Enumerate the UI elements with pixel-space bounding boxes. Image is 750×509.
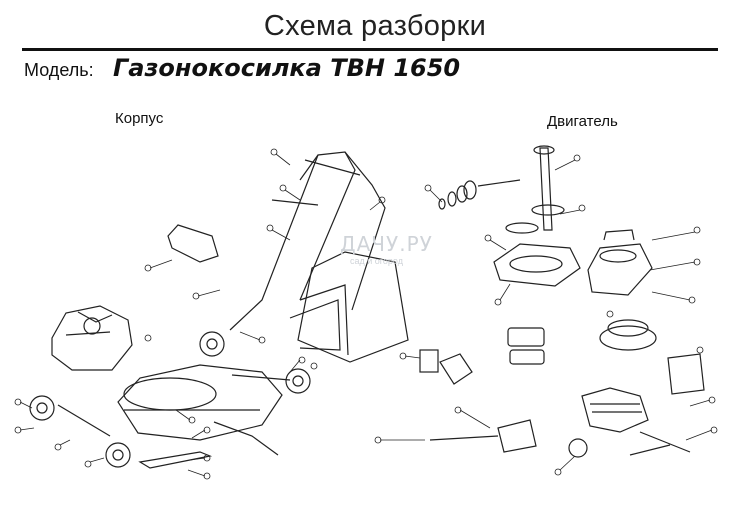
- blade: [138, 451, 213, 469]
- side-cover: [167, 224, 219, 263]
- mower-deck: [117, 364, 283, 441]
- muffler: [667, 353, 705, 395]
- flywheel: [599, 325, 657, 351]
- crankshaft: [539, 147, 553, 231]
- model-label: Модель:: [24, 60, 94, 80]
- callouts-body: [14, 148, 386, 480]
- engine-base: [493, 243, 581, 287]
- section-label-body: Корпус: [115, 110, 164, 127]
- handle-frame: [299, 151, 386, 311]
- watermark: ДАЧУ.РУ: [340, 232, 433, 256]
- ring-stack: [438, 180, 477, 210]
- fan-cover: [587, 243, 653, 296]
- engine-block: [51, 305, 133, 371]
- section-label-engine: Двигатель: [547, 113, 618, 130]
- model-name: Газонокосилка TBH 1650: [113, 54, 461, 82]
- watermark-subtext: сад и огород: [350, 256, 403, 266]
- callouts-engine: [374, 154, 718, 476]
- air-filter: [507, 327, 545, 347]
- title-divider: [22, 48, 718, 51]
- cylinder: [581, 387, 649, 433]
- carburetor: [439, 353, 473, 385]
- page-title: Схема разборки: [263, 10, 487, 42]
- grass-catcher: [297, 251, 409, 363]
- wheels: [29, 331, 311, 468]
